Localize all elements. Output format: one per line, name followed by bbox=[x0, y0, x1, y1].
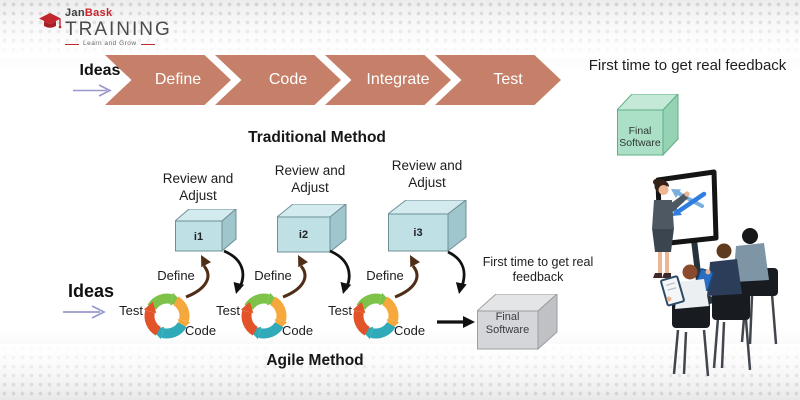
review-adjust-label-3: Review and Adjust bbox=[391, 158, 463, 190]
chevron-step-label: Test bbox=[493, 71, 523, 88]
cycle-define-label: Define bbox=[157, 268, 195, 283]
iteration-box-label: i2 bbox=[299, 229, 308, 241]
audience-member-3 bbox=[733, 228, 778, 345]
iteration-box-i2: i2 bbox=[277, 204, 347, 253]
halftone-pattern-bottom bbox=[0, 344, 800, 400]
audience-member-2 bbox=[694, 243, 752, 371]
ideas-arrow-icon bbox=[63, 305, 106, 319]
tagline-dash bbox=[65, 43, 79, 45]
iteration-box-i3: i3 bbox=[388, 200, 467, 252]
presenter-figure bbox=[652, 179, 690, 278]
cycle-test-label: Test bbox=[119, 303, 143, 318]
chevron-step-code: Code bbox=[215, 55, 341, 105]
cycle-code-label: Code bbox=[282, 323, 314, 338]
iteration-box-label: i3 bbox=[413, 227, 422, 239]
agile-cycle-icon bbox=[143, 292, 191, 340]
traditional-ideas-label: Ideas bbox=[79, 62, 121, 79]
cycle-code-label: Code bbox=[394, 323, 426, 338]
agile-ideas-label: Ideas bbox=[67, 281, 115, 301]
clipboard-icon bbox=[660, 275, 685, 307]
tagline-text: Learn and Grow bbox=[83, 40, 137, 47]
logo-tagline: Learn and Grow bbox=[65, 40, 172, 48]
review-adjust-label-2: Review and Adjust bbox=[274, 163, 346, 195]
iteration-box-i1: i1 bbox=[175, 209, 237, 252]
chevron-step-label: Integrate bbox=[366, 71, 430, 88]
agile-final-software-label: Final Software bbox=[485, 311, 530, 336]
agile-feedback-text: First time to get real feedback bbox=[482, 255, 594, 285]
logo-brand-main: TRAINING bbox=[65, 19, 172, 40]
presentation-illustration bbox=[652, 169, 778, 377]
agile-final-software-cube bbox=[477, 294, 558, 350]
traditional-feedback-text: First time to get real feedback bbox=[588, 57, 787, 74]
logo-brand: JanBask bbox=[65, 8, 172, 19]
cycle-define-label: Define bbox=[366, 268, 404, 283]
flow-arrows bbox=[185, 249, 475, 328]
audience-member-1 bbox=[660, 264, 710, 377]
agile-method-title: Agile Method bbox=[266, 352, 364, 369]
agile-cycle-icon bbox=[352, 292, 400, 340]
iteration-down-arrow bbox=[223, 249, 475, 328]
chevron-step-define: Define bbox=[105, 55, 231, 105]
cycle-define-label: Define bbox=[254, 268, 292, 283]
ideas-arrow-icon bbox=[73, 84, 112, 97]
chevron-step-label: Define bbox=[154, 71, 202, 88]
chevron-step-integrate: Integrate bbox=[325, 55, 451, 105]
cycle-test-label: Test bbox=[328, 303, 352, 318]
cycle-code-label: Code bbox=[185, 323, 217, 338]
traditional-method-title: Traditional Method bbox=[248, 129, 386, 146]
janbask-logo: JanBask TRAINING Learn and Grow bbox=[38, 8, 172, 48]
traditional-final-software-label: Final Software bbox=[619, 125, 661, 150]
review-adjust-label-1: Review and Adjust bbox=[162, 171, 234, 203]
agile-cycle-icon bbox=[240, 292, 288, 340]
review-up-arrow bbox=[185, 255, 421, 299]
halftone-pattern-top bbox=[0, 0, 800, 58]
iteration-box-label: i1 bbox=[194, 231, 203, 243]
logo-brand-first: Jan bbox=[65, 7, 85, 19]
graduation-cap-icon bbox=[39, 13, 62, 29]
chevron-step-test: Test bbox=[435, 55, 561, 105]
tagline-dash bbox=[140, 43, 155, 45]
cycle-test-label: Test bbox=[216, 303, 240, 318]
chevron-step-label: Code bbox=[268, 71, 308, 88]
logo-brand-second: Bask bbox=[84, 7, 113, 19]
traditional-final-software-cube bbox=[617, 94, 679, 156]
